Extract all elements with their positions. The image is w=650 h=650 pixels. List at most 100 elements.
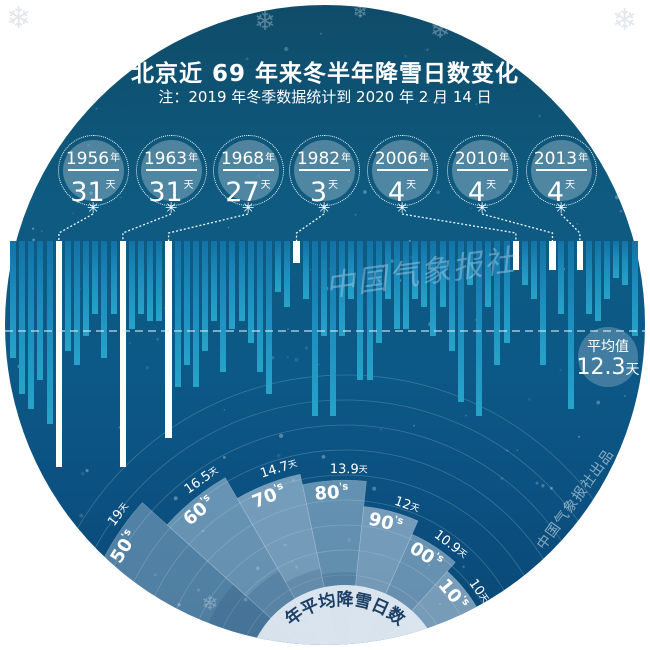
highlight-year-row: 1968年 [214,150,283,168]
snowflake-icon: ✳ [241,199,255,217]
highlight-bubble: 1968年 27天 ✳ [212,135,284,216]
average-label: 平均值 [587,339,629,355]
snowflake-icon: ✳ [475,199,489,217]
guide-arc [42,375,640,621]
snow-dot [372,487,376,491]
bar-highlighted-2006 [512,241,520,271]
bar-1954 [37,241,44,380]
snow-dot [559,369,561,371]
bar-1961 [101,241,108,358]
highlight-year-row: 1956年 [59,150,128,168]
snow-dot [382,266,384,268]
bar-1985 [320,241,327,336]
snow-dot [310,269,311,270]
snow-dot [580,369,581,370]
highlight-bubble: 2006年 4天 ✳ [366,135,438,216]
snow-dot [541,484,544,487]
snow-dot [164,307,166,309]
days-unit: 天 [183,180,194,191]
snow-dot [277,454,281,458]
bar-2011 [558,241,565,314]
snow-dot [409,240,411,242]
snow-dot [355,214,357,216]
highlight-days-row: 27天 [214,172,283,207]
bar-1962 [110,241,117,314]
average-value-row: 12.3天 [572,356,644,382]
bar-1966 [147,241,154,322]
highlight-year-row: 2006年 [368,150,437,168]
bar-1975 [229,241,236,329]
highlight-year-row: 1963年 [137,150,206,168]
decade-label: 80's [314,481,350,504]
highlight-year-row: 2010年 [448,150,517,168]
snowflake-icon: ✳ [86,199,100,217]
bubble-divider [376,169,428,171]
bar-2003 [485,241,492,307]
days-unit: 天 [486,180,497,191]
snow-dot [517,449,519,451]
bar-1951 [10,241,16,358]
year-unit: 年 [188,153,199,164]
bar-1958 [74,241,80,366]
bar-highlighted-1963 [119,241,127,468]
highlight-year: 1982 [296,149,341,169]
bubble-divider [145,169,197,171]
bar-1984 [311,241,318,417]
snow-dot [620,210,623,213]
snow-dot [413,425,415,427]
bar-1989 [357,241,364,380]
highlight-days: 4 [387,177,406,208]
snowflake-decor-icon: ❄ [6,1,32,36]
snow-dot [576,223,578,225]
bar-1999 [448,241,455,351]
snow-dot [294,358,298,362]
bar-1988 [348,241,355,300]
bar-1980 [275,241,282,293]
snow-dot [475,103,477,105]
bubble-divider [222,169,274,171]
bar-highlighted-2013 [576,241,584,271]
bar-1976 [238,241,245,322]
bar-highlighted-1956 [55,241,63,468]
connector-line [560,213,581,241]
year-unit: 年 [265,153,276,164]
bubble-divider [67,169,119,171]
year-unit: 年 [110,153,121,164]
bar-1987 [339,241,345,336]
snow-dot [623,334,624,335]
highlight-year: 2013 [533,149,578,169]
bar-2014 [585,241,592,314]
highlight-year: 1968 [220,149,265,169]
snow-dot [120,197,121,198]
snow-dot [380,428,383,431]
bar-1960 [92,241,99,314]
bar-2004 [494,241,501,366]
highlight-year: 2006 [374,149,419,169]
bar-1983 [302,241,309,300]
year-unit: 年 [578,153,589,164]
decade-value-label: 13.9天 [330,461,368,477]
snow-dot [72,213,74,215]
bar-1969 [174,241,181,387]
snow-dot [271,73,274,76]
snow-dot [428,564,430,566]
highlight-bubble: 1982年 3天 ✳ [288,135,360,216]
highlight-days: 31 [148,177,183,208]
year-unit: 年 [341,153,352,164]
snow-dot [246,57,249,60]
highlight-days-row: 4天 [527,172,596,207]
highlight-bubble: 1963年 31天 ✳ [135,135,207,216]
snow-dot [244,598,248,602]
bar-2007 [521,241,528,285]
guide-arc [115,450,568,636]
chart-title: 北京近 69 年来冬半年降雪日数变化 [130,61,520,87]
snowflake-decor-icon: ❄ [254,7,276,37]
average-badge: 平均值 12.3天 [577,327,639,387]
bar-1995 [412,241,419,300]
snow-dot [223,456,226,459]
snow-dot [536,482,539,485]
bar-1993 [393,241,400,329]
snow-dot [109,516,112,519]
snow-dot [436,190,440,194]
